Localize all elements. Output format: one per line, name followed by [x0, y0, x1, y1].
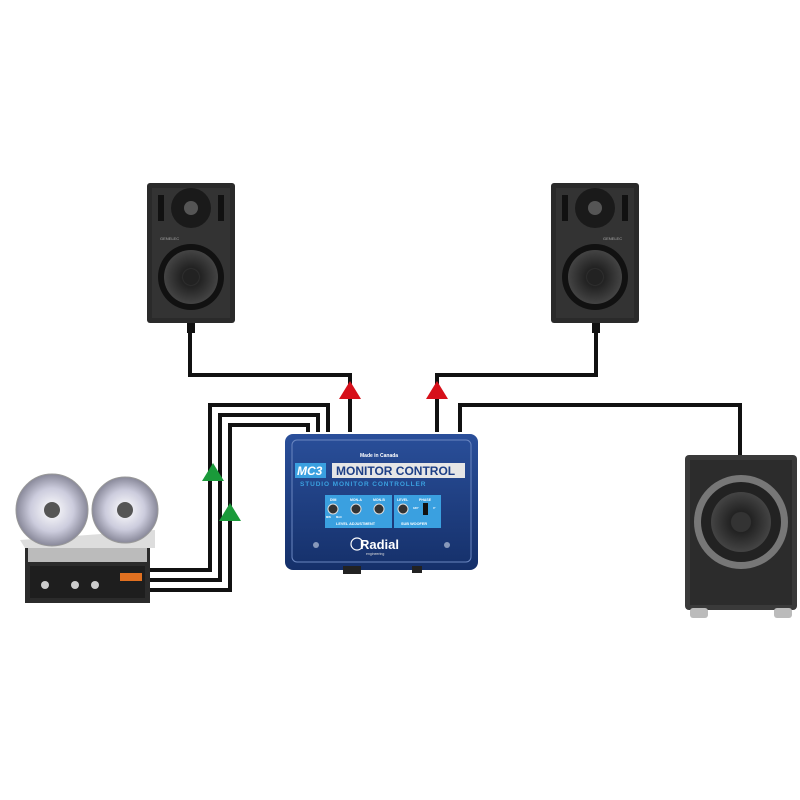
- output-arrow-right: [426, 381, 448, 399]
- mon-a-knob[interactable]: MON-A: [350, 498, 362, 515]
- phase-0-label: 0°: [433, 506, 436, 510]
- svg-text:MON-A: MON-A: [350, 498, 362, 502]
- brand-logo: Radial: [360, 537, 399, 552]
- speaker-brand-left: GENELEC: [160, 236, 179, 241]
- right-monitor-speaker: GENELEC: [551, 183, 639, 333]
- min-label: MIN: [326, 515, 331, 519]
- left-monitor-speaker: GENELEC: [147, 183, 235, 333]
- speaker-brand-right: GENELEC: [603, 236, 622, 241]
- sub-woofer-label: SUB WOOFER: [401, 522, 427, 526]
- brand-subtitle: engineering: [366, 552, 384, 556]
- model-label: MC3: [297, 464, 323, 478]
- output-arrow-left: [339, 381, 361, 399]
- input-arrow-1: [202, 463, 224, 481]
- device-subtitle: STUDIO MONITOR CONTROLLER: [300, 481, 426, 488]
- input-arrow-2: [219, 503, 241, 521]
- max-label: MAX: [336, 515, 342, 519]
- level-adjustment-label: LEVEL ADJUSTMENT: [336, 522, 376, 526]
- radial-logo-icon: [350, 537, 364, 551]
- reel-to-reel-tape-deck: [15, 473, 159, 603]
- svg-text:MON-B: MON-B: [373, 498, 385, 502]
- deck-cable-3: [150, 423, 310, 592]
- left-speaker-cable: [188, 330, 352, 432]
- dim-knob[interactable]: DIM: [327, 498, 339, 515]
- right-speaker-cable: [435, 330, 598, 432]
- mon-b-knob[interactable]: MON-B: [373, 498, 385, 515]
- device-title: MONITOR CONTROL: [336, 464, 455, 478]
- subwoofer: [685, 455, 797, 618]
- cables: [150, 330, 742, 592]
- mc3-monitor-controller: Made in Canada MC3 MONITOR CONTROL STUDI…: [285, 434, 478, 574]
- deck-cable-2: [150, 413, 320, 582]
- svg-text:LEVEL: LEVEL: [397, 498, 409, 502]
- phase-switch[interactable]: [423, 503, 428, 515]
- subwoofer-cable: [458, 403, 742, 455]
- deck-cable-1: [150, 403, 330, 572]
- sub-level-knob[interactable]: LEVEL: [397, 498, 409, 515]
- phase-180-label: 180°: [413, 506, 419, 510]
- svg-text:DIM: DIM: [330, 498, 337, 502]
- phase-label: PHASE: [419, 498, 432, 502]
- made-in-label: Made in Canada: [360, 453, 398, 459]
